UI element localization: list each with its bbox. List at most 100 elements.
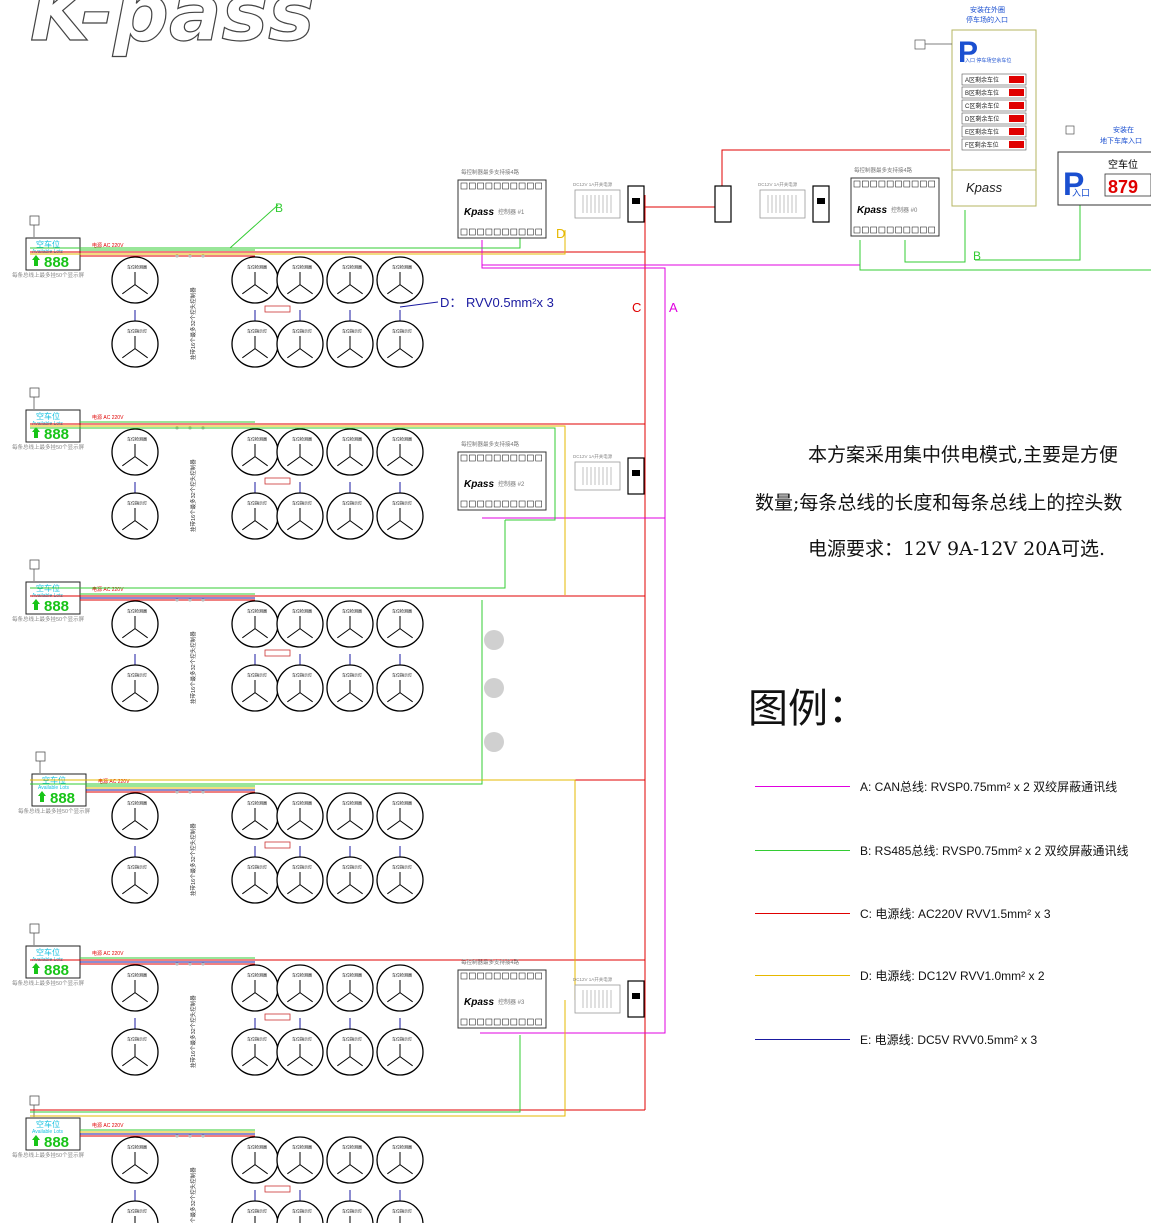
dc12-row6 (30, 1000, 566, 1117)
terminal (535, 454, 543, 462)
sensor-circle (231, 1200, 279, 1223)
power-note: 电源 AC 220V (98, 778, 130, 785)
terminal (903, 180, 911, 188)
parking-sensor: 车位检测器 (231, 428, 279, 476)
vertical-note: 挂带16个最多32个控头控制器 (189, 631, 197, 704)
controller-caption: 每控制器最多支持接4路 (461, 440, 520, 448)
controller-brand: Kpass (464, 479, 494, 490)
controller-caption: 每控制器最多支持接4路 (461, 168, 520, 176)
sensor-leg (399, 348, 413, 359)
arrow-up-icon (32, 599, 40, 610)
sensor-leg (287, 1164, 301, 1175)
breaker-switch (632, 198, 640, 204)
parking-sensor: 车位指示灯 (231, 664, 279, 712)
sensor-leg (254, 692, 268, 703)
parking-sensor: 车位检测器 (111, 256, 159, 304)
sensor-leg (349, 628, 363, 639)
controller-brand: Kpass (857, 205, 887, 216)
dc5-callout (399, 301, 439, 308)
sensor-leg (287, 692, 301, 703)
sensor-label: 车位指示灯 (127, 864, 147, 870)
zone-row (961, 86, 1027, 99)
parking-sensor: 车位检测器 (276, 428, 324, 476)
terminal (468, 500, 476, 508)
parking-sensor: 车位检测器 (231, 600, 279, 648)
terminal (485, 454, 493, 462)
sensor-label: 车位检测器 (127, 972, 147, 978)
sensor-leg (387, 692, 401, 703)
sensor-label: 车位检测器 (247, 800, 267, 806)
parking-sensor: 车位检测器 (111, 428, 159, 476)
arrow-up-icon (32, 255, 40, 266)
power-supply: DC12V 1A开关电源 (573, 453, 645, 495)
sensor-leg (399, 1164, 413, 1175)
rs485-row1 (30, 235, 521, 249)
power-socket-icon (1065, 125, 1075, 135)
continuation-dot (175, 962, 179, 966)
sensor-label: 车位指示灯 (127, 1036, 147, 1042)
sensor-leg (337, 992, 351, 1003)
terminal (477, 972, 484, 980)
sensor-circle (376, 1200, 424, 1223)
sensor-label: 车位指示灯 (392, 672, 412, 678)
psu-body (759, 189, 806, 219)
terminal (485, 1018, 493, 1026)
sensor-label: 车位指示灯 (342, 1036, 362, 1042)
terminal (853, 226, 861, 234)
sensor-leg (287, 456, 301, 467)
psu-body (574, 461, 621, 491)
terminal (928, 180, 936, 188)
dc12-row1 (30, 230, 566, 255)
sensor-leg (299, 628, 313, 639)
terminal (527, 182, 534, 190)
note-line-2: 数量;每条总线的长度和每条总线上的控头数 (755, 492, 1123, 514)
terminal (535, 972, 543, 980)
sensor-label: 车位指示灯 (342, 328, 362, 334)
parking-sensor: 车位指示灯 (276, 664, 324, 712)
parking-sensor: 车位检测器 (376, 792, 424, 840)
parking-sensor: 车位检测器 (276, 792, 324, 840)
parking-sensor: 车位检测器 (276, 964, 324, 1012)
sensor-leg (254, 820, 268, 831)
terminal (527, 972, 534, 980)
parking-sensor: 车位指示灯 (376, 1200, 424, 1223)
sensor-label: 车位检测器 (247, 436, 267, 442)
parking-sensor: 车位指示灯 (326, 320, 374, 368)
psu-label: DC12V 1A开关电源 (573, 976, 613, 983)
parking-sensor: 车位指示灯 (276, 1200, 324, 1223)
sensor-label: 车位检测器 (392, 972, 412, 978)
note-line-3: 电源要求：12V 9A-12V 20A可选. (808, 538, 1106, 560)
display-digits: 888 (44, 598, 69, 615)
sensor-label: 车位指示灯 (392, 328, 412, 334)
sensor-leg (399, 1056, 413, 1067)
sensor-leg (299, 520, 313, 531)
parking-p-icon: P (1063, 166, 1084, 202)
sensor-leg (299, 1164, 313, 1175)
legend-label: D: 电源线: DC12V RVV1.0mm² x 2 (860, 969, 1045, 983)
terminal (485, 182, 493, 190)
sensor-leg (134, 348, 148, 359)
parking-sensor: 车位检测器 (326, 964, 374, 1012)
basement-caption: 安装在 (1113, 125, 1134, 134)
sensor-leg (387, 628, 401, 639)
vertical-note: 挂带16个最多32个控头控制器 (189, 823, 197, 896)
parking-sensor: 车位指示灯 (111, 1200, 159, 1223)
sign-title: 入口 停车场空余车位 (965, 57, 1011, 64)
sensor-label: 车位检测器 (247, 264, 267, 270)
sensor-leg (254, 348, 268, 359)
sensor-leg (287, 520, 301, 531)
sensor-label: 车位指示灯 (292, 328, 312, 334)
parking-sensor: 车位检测器 (231, 256, 279, 304)
basement-entry: 入口 (1072, 188, 1090, 198)
sensor-label: 车位检测器 (247, 608, 267, 614)
continuation-dot (175, 1134, 179, 1138)
sensor-label: 车位检测器 (342, 972, 362, 978)
display-note: 每条总线上最多挂50个显示屏 (12, 979, 85, 987)
sensor-leg (242, 456, 256, 467)
terminal (535, 182, 543, 190)
sensor-label: 车位检测器 (342, 436, 362, 442)
sensor-leg (242, 820, 256, 831)
sensor-leg (122, 628, 136, 639)
